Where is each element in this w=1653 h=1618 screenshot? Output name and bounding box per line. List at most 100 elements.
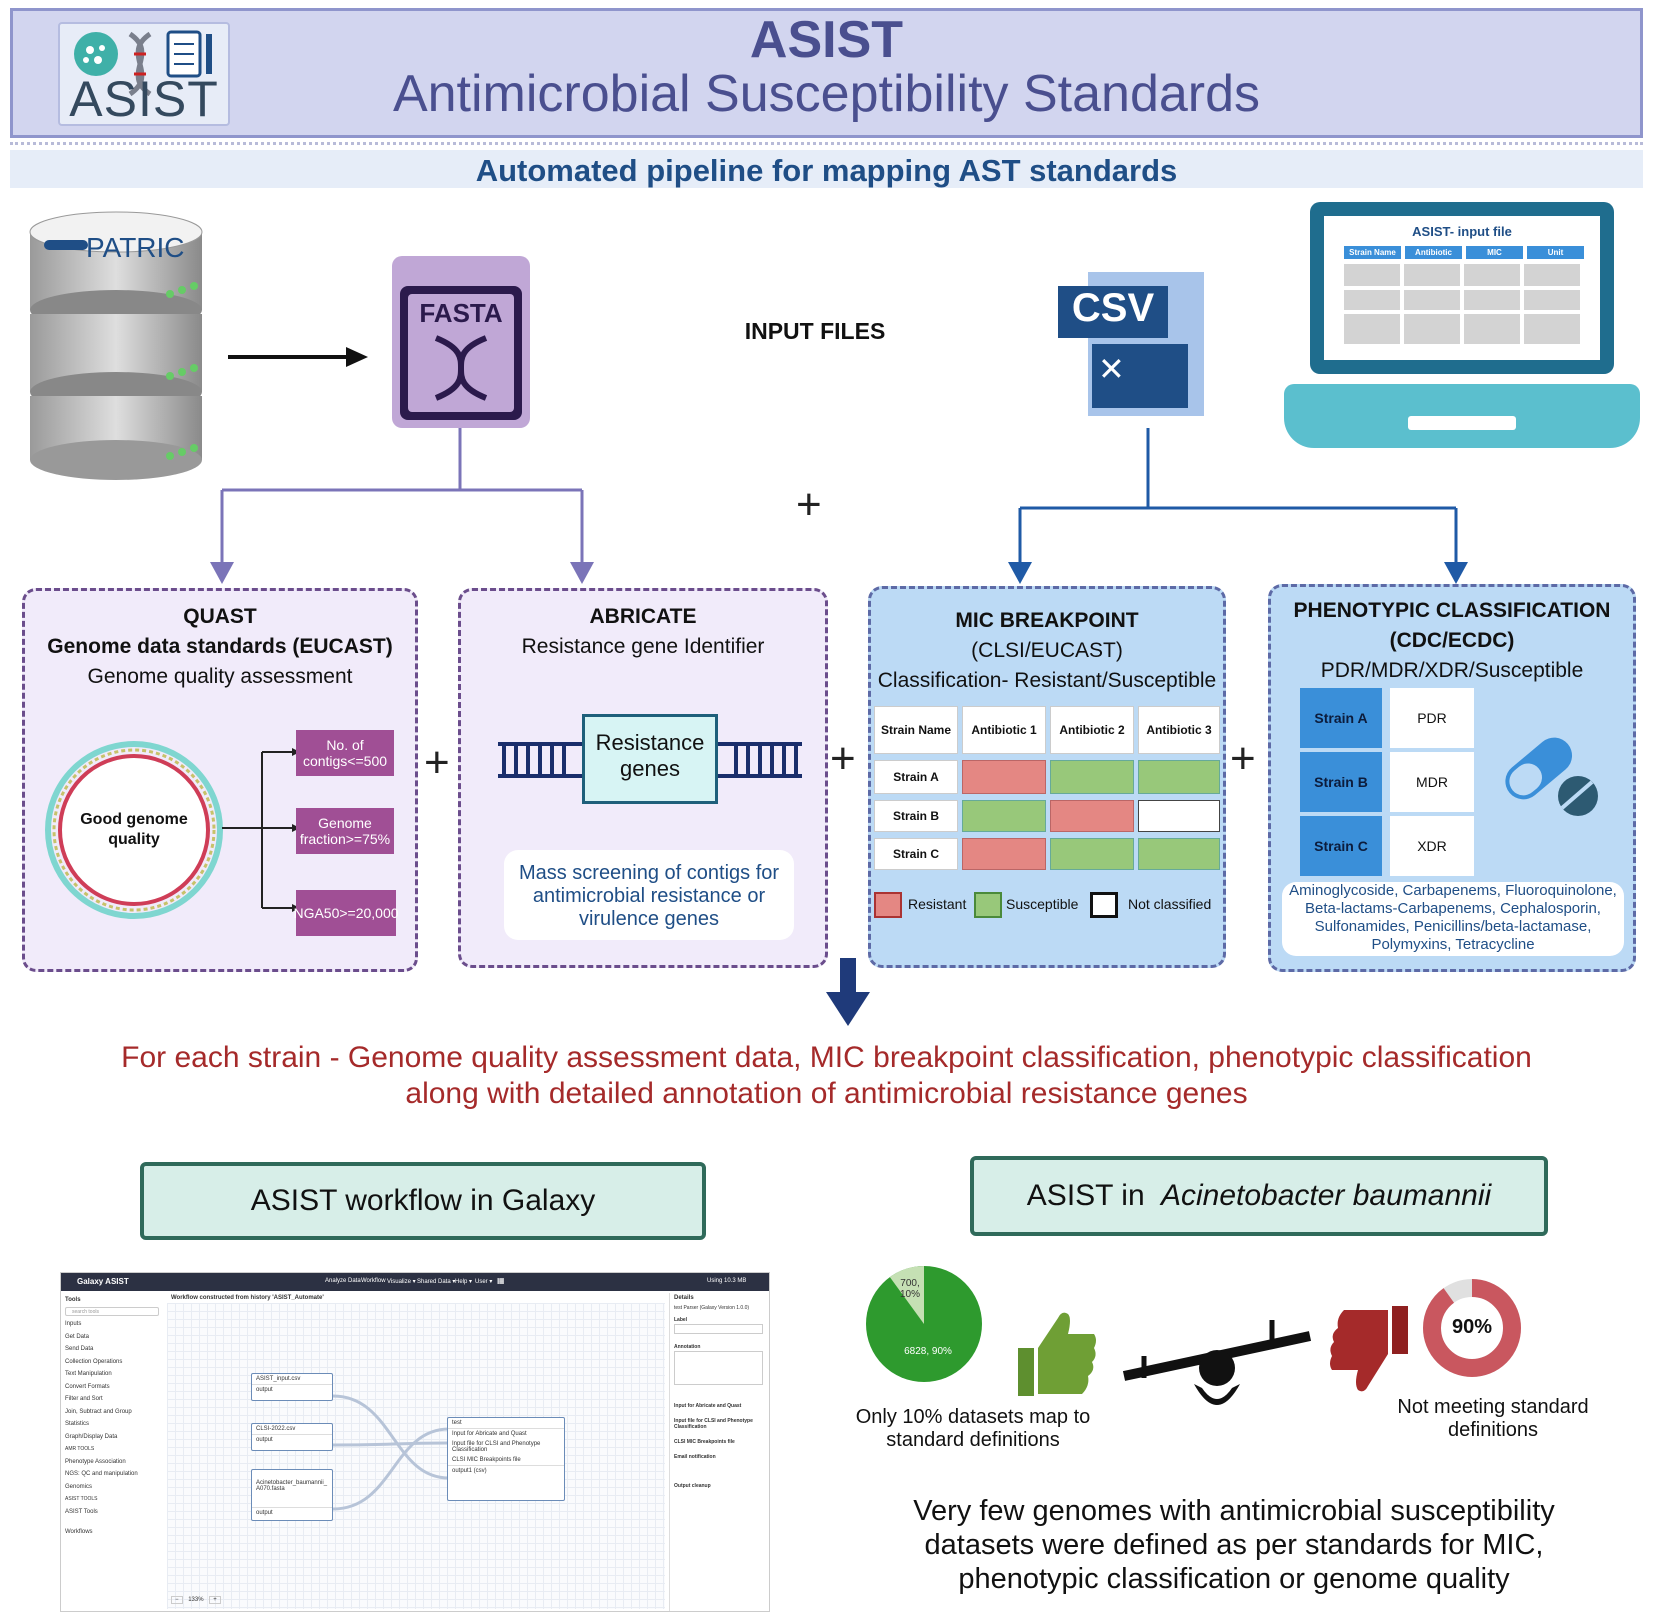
result-line-2: along with detailed annotation of antimi… [405,1077,1248,1110]
criterion-nga50: NGA50>=20,000 [293,890,399,936]
laptop-header-strain: Strain Name [1344,246,1401,259]
acinetobacter-species: Acinetobacter baumannii [1160,1179,1492,1212]
patric-database-icon: PATRIC [28,210,204,480]
laptop-header-antibiotic: Antibiotic [1405,246,1462,259]
pheno-class-b: MDR [1390,752,1474,812]
tool-item[interactable]: Send Data [65,1346,94,1352]
mic-cell-b3 [1138,800,1220,832]
plus-3: + [1230,734,1256,783]
genome-circle-label: Good genome quality [80,811,188,848]
workflow-node-clsi[interactable]: CLSI-2022.csv output [251,1423,333,1451]
zoom-out-button[interactable]: − [171,1596,183,1604]
tool-item[interactable]: ASIST Tools [65,1508,98,1515]
mic-cell-a2 [1050,760,1134,794]
node-title: ASIST_input.csv [252,1374,332,1385]
pills-icon [1505,737,1598,816]
node-title: test [448,1418,564,1429]
tool-item[interactable]: Inputs [65,1321,82,1327]
details-field: Input for Abricate and Quast [674,1403,742,1409]
quast-desc: Genome quality assessment [87,665,353,688]
acinetobacter-section-box: ASIST in Acinetobacter baumannii [970,1156,1548,1236]
galaxy-brand[interactable]: Galaxy ASIST [77,1277,129,1286]
node-output: output [256,1437,273,1443]
apps-grid-icon[interactable]: ▦ [497,1276,505,1285]
nav-visualize[interactable]: Visualize ▾ [387,1279,416,1285]
tool-item[interactable]: Join, Subtract and Group [65,1408,132,1415]
pheno-strain-c: Strain C [1300,816,1382,876]
node-output: output [256,1387,273,1393]
pie-chart [866,1266,982,1382]
tool-search-input[interactable]: search tools [65,1307,159,1316]
plus-2: + [830,734,856,783]
tool-item[interactable]: NGS: QC and manipulation [65,1471,138,1477]
connector-lines [210,428,1468,584]
workflow-canvas[interactable] [167,1303,665,1609]
tool-item[interactable]: Statistics [65,1421,90,1427]
phenotypic-desc: PDR/MDR/XDR/Susceptible [1320,659,1584,682]
donut-caption: Not meeting standard definitions [1397,1396,1589,1441]
page-title: ASIST [749,11,904,69]
phenotypic-title: PHENOTYPIC CLASSIFICATION [1293,599,1611,622]
mic-header-antibiotic-3: Antibiotic 3 [1138,706,1220,754]
tool-item[interactable]: Convert Formats [65,1383,110,1390]
arrow-down [826,958,870,1026]
patric-label: PATRIC [86,232,185,263]
mic-cell-b2 [1050,800,1134,832]
node-title: Acinetobacter_baumannii_A070.fasta [252,1470,332,1508]
galaxy-usage: Using 10.3 MB [707,1278,747,1284]
plus-center: + [796,480,822,529]
pheno-strain-a: Strain A [1300,688,1382,748]
tool-item[interactable]: Collection Operations [65,1358,123,1365]
nav-help[interactable]: Help ▾ [455,1279,473,1285]
details-field: CLSI MIC Breakpoints file [674,1439,735,1445]
criterion-genome-fraction: Genome fraction>=75% [296,808,394,854]
csv-file-icon: CSV ✕ [1058,262,1208,422]
quast-subtitle: Genome data standards (EUCAST) [47,635,393,658]
nav-user[interactable]: User ▾ [475,1279,493,1285]
mic-cell-a1 [962,760,1046,794]
details-field: Output cleanup [674,1483,711,1489]
dna-icon [434,335,488,401]
laptop-header-mic: MIC [1466,246,1523,259]
genome-circle [45,741,223,919]
tool-section: AMR TOOLS [65,1446,95,1452]
tool-item[interactable]: Text Manipulation [65,1371,112,1377]
tool-item[interactable]: Get Data [65,1333,90,1340]
nav-shared-data[interactable]: Shared Data ▾ [417,1279,456,1285]
legend-susceptible-swatch [974,892,1002,918]
abricate-title: ABRICATE [589,605,697,628]
asist-logo: ASIST [58,22,230,127]
quast-bracket [222,748,300,912]
nav-workflow[interactable]: Workflow [361,1278,386,1284]
tool-item[interactable]: Workflows [65,1529,93,1535]
abricate-note: Mass screening of contigs for antimicrob… [518,862,780,930]
zoom-control[interactable]: − 133% + [171,1596,221,1604]
mic-strain-b: Strain B [874,800,958,832]
tool-section: ASIST TOOLS [65,1496,98,1502]
arrow-right [228,345,368,369]
mic-header-antibiotic-1: Antibiotic 1 [962,706,1046,754]
drugs-box [1282,882,1624,956]
workflow-connections [333,1394,449,1511]
galaxy-topbar: Galaxy ASIST Analyze Data Workflow Visua… [61,1273,769,1291]
pheno-strain-b: Strain B [1300,752,1382,812]
annotation-textarea[interactable] [674,1351,763,1385]
legend-susceptible-label: Susceptible [1006,896,1079,912]
nav-analyze[interactable]: Analyze Data [325,1278,361,1284]
node-output: output [256,1510,273,1516]
seesaw-icon [1122,1320,1312,1405]
pheno-class-a: PDR [1390,688,1474,748]
tool-item[interactable]: Phenotype Association [65,1458,126,1465]
mic-strain-c: Strain C [874,838,958,870]
tool-item[interactable]: Graph/Display Data [65,1433,118,1440]
tool-item[interactable]: Filter and Sort [65,1396,103,1402]
label-input[interactable] [674,1324,763,1334]
workflow-node-test[interactable]: test Input for Abricate and Quast Input … [447,1417,565,1501]
zoom-in-button[interactable]: + [209,1596,221,1604]
workflow-node-fasta[interactable]: Acinetobacter_baumannii_A070.fasta outpu… [251,1469,333,1521]
tool-item[interactable]: Genomics [65,1483,93,1490]
node-input: CLSI MIC Breakpoints file [448,1455,564,1466]
workflow-node-input-csv[interactable]: ASIST_input.csv output [251,1373,333,1401]
mic-cell-c2 [1050,838,1134,870]
mic-cell-c1 [962,838,1046,870]
